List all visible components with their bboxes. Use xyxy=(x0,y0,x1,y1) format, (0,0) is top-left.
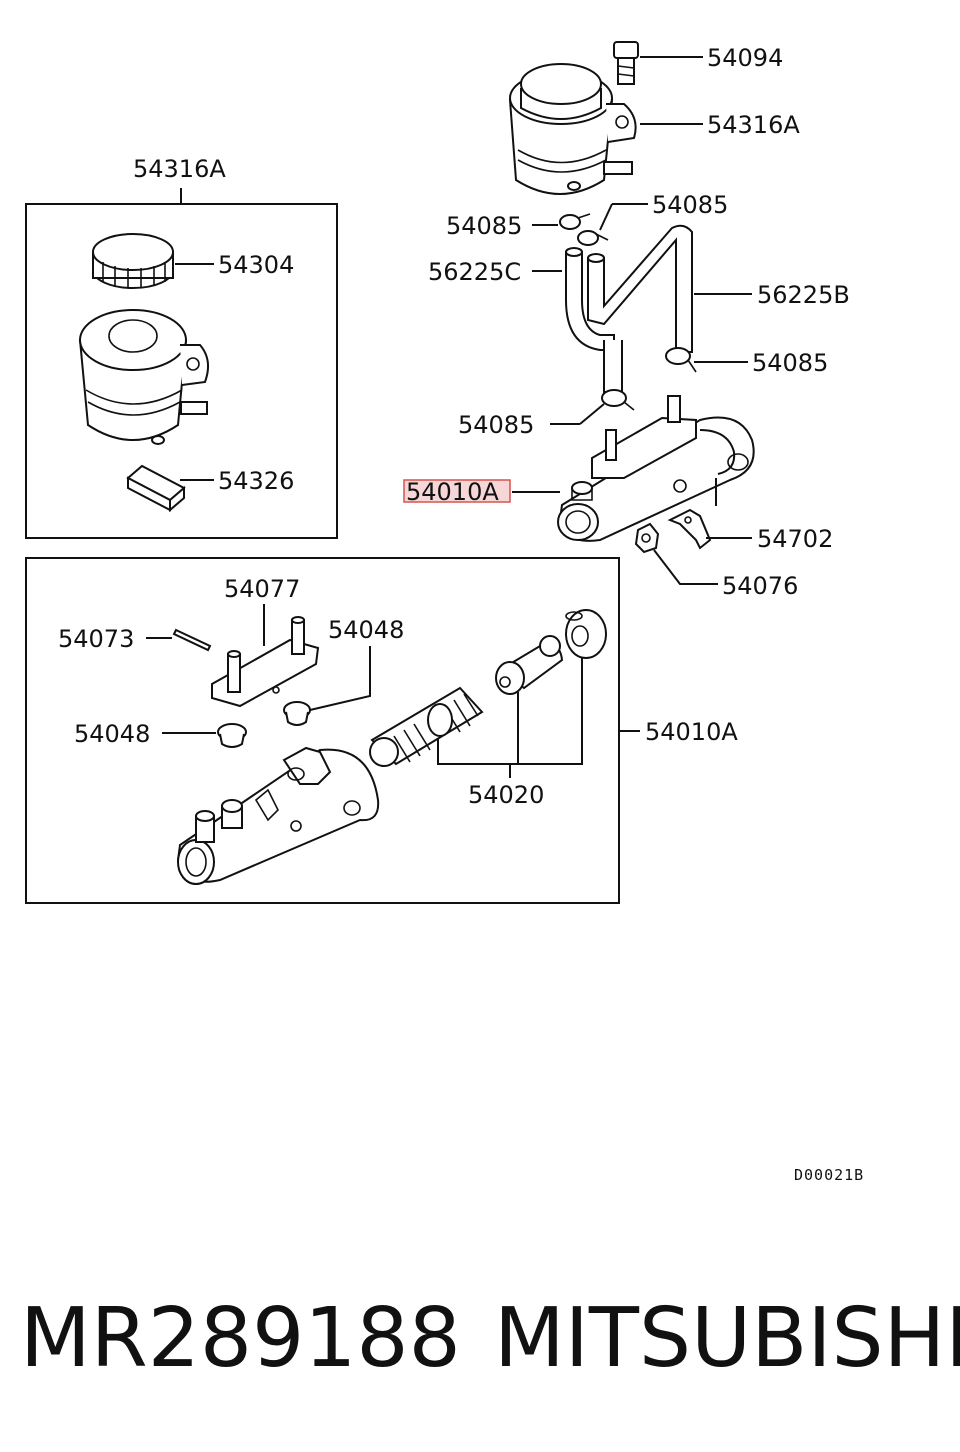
primary-piston-part xyxy=(369,686,484,767)
label-54316a-box: 54316A xyxy=(133,155,226,183)
cup-seal-part xyxy=(565,609,607,659)
diagram-code: D00021B xyxy=(794,1166,864,1184)
hose-clamp-upper-left-part xyxy=(559,213,591,230)
grommet-left-part xyxy=(217,723,247,748)
label-54085-c: 54085 xyxy=(752,349,828,377)
label-56225b: 56225B xyxy=(757,281,850,309)
label-54020: 54020 xyxy=(468,781,544,809)
label-54316a-top: 54316A xyxy=(707,111,800,139)
label-56225c: 56225C xyxy=(428,258,521,286)
label-54076: 54076 xyxy=(722,572,798,600)
nut-part xyxy=(634,522,660,554)
hose-clamp-upper-right-part xyxy=(577,230,609,246)
label-54048-b: 54048 xyxy=(74,720,150,748)
reservoir-body-part xyxy=(78,309,210,445)
reservoir-connector-part xyxy=(211,616,320,708)
label-54010a-highlight: 54010A xyxy=(406,478,499,506)
reservoir-seal-part xyxy=(126,464,186,513)
label-54094: 54094 xyxy=(707,44,783,72)
label-54077: 54077 xyxy=(224,575,300,603)
label-54073: 54073 xyxy=(58,625,134,653)
label-54326: 54326 xyxy=(218,467,294,495)
label-54010a-box: 54010A xyxy=(645,718,738,746)
hose-56225c-part xyxy=(565,247,615,351)
reservoir-assembly-part xyxy=(508,63,637,195)
label-54702: 54702 xyxy=(757,525,833,553)
grommet-right-part xyxy=(283,701,311,726)
secondary-piston-part xyxy=(495,635,564,695)
hose-clamp-lower-left-part xyxy=(601,389,635,411)
bracket-part xyxy=(667,508,712,550)
label-54085-b: 54085 xyxy=(652,191,728,219)
label-54304: 54304 xyxy=(218,251,294,279)
pin-part xyxy=(172,628,212,652)
reservoir-cap-part xyxy=(92,233,174,289)
label-54048-a: 54048 xyxy=(328,616,404,644)
master-cylinder-part xyxy=(557,395,755,542)
hose-clamp-lower-right-part xyxy=(665,347,697,373)
highlight-box-54010a xyxy=(403,479,511,503)
cylinder-body-part xyxy=(176,746,380,885)
footer-part-number: MR289188 xyxy=(20,1291,461,1386)
mounting-bolt-part xyxy=(613,41,639,85)
footer-brand: MITSUBISHI xyxy=(494,1291,960,1386)
label-54085-d: 54085 xyxy=(458,411,534,439)
hose-56225b-part xyxy=(587,224,693,393)
label-54085-a: 54085 xyxy=(446,212,522,240)
